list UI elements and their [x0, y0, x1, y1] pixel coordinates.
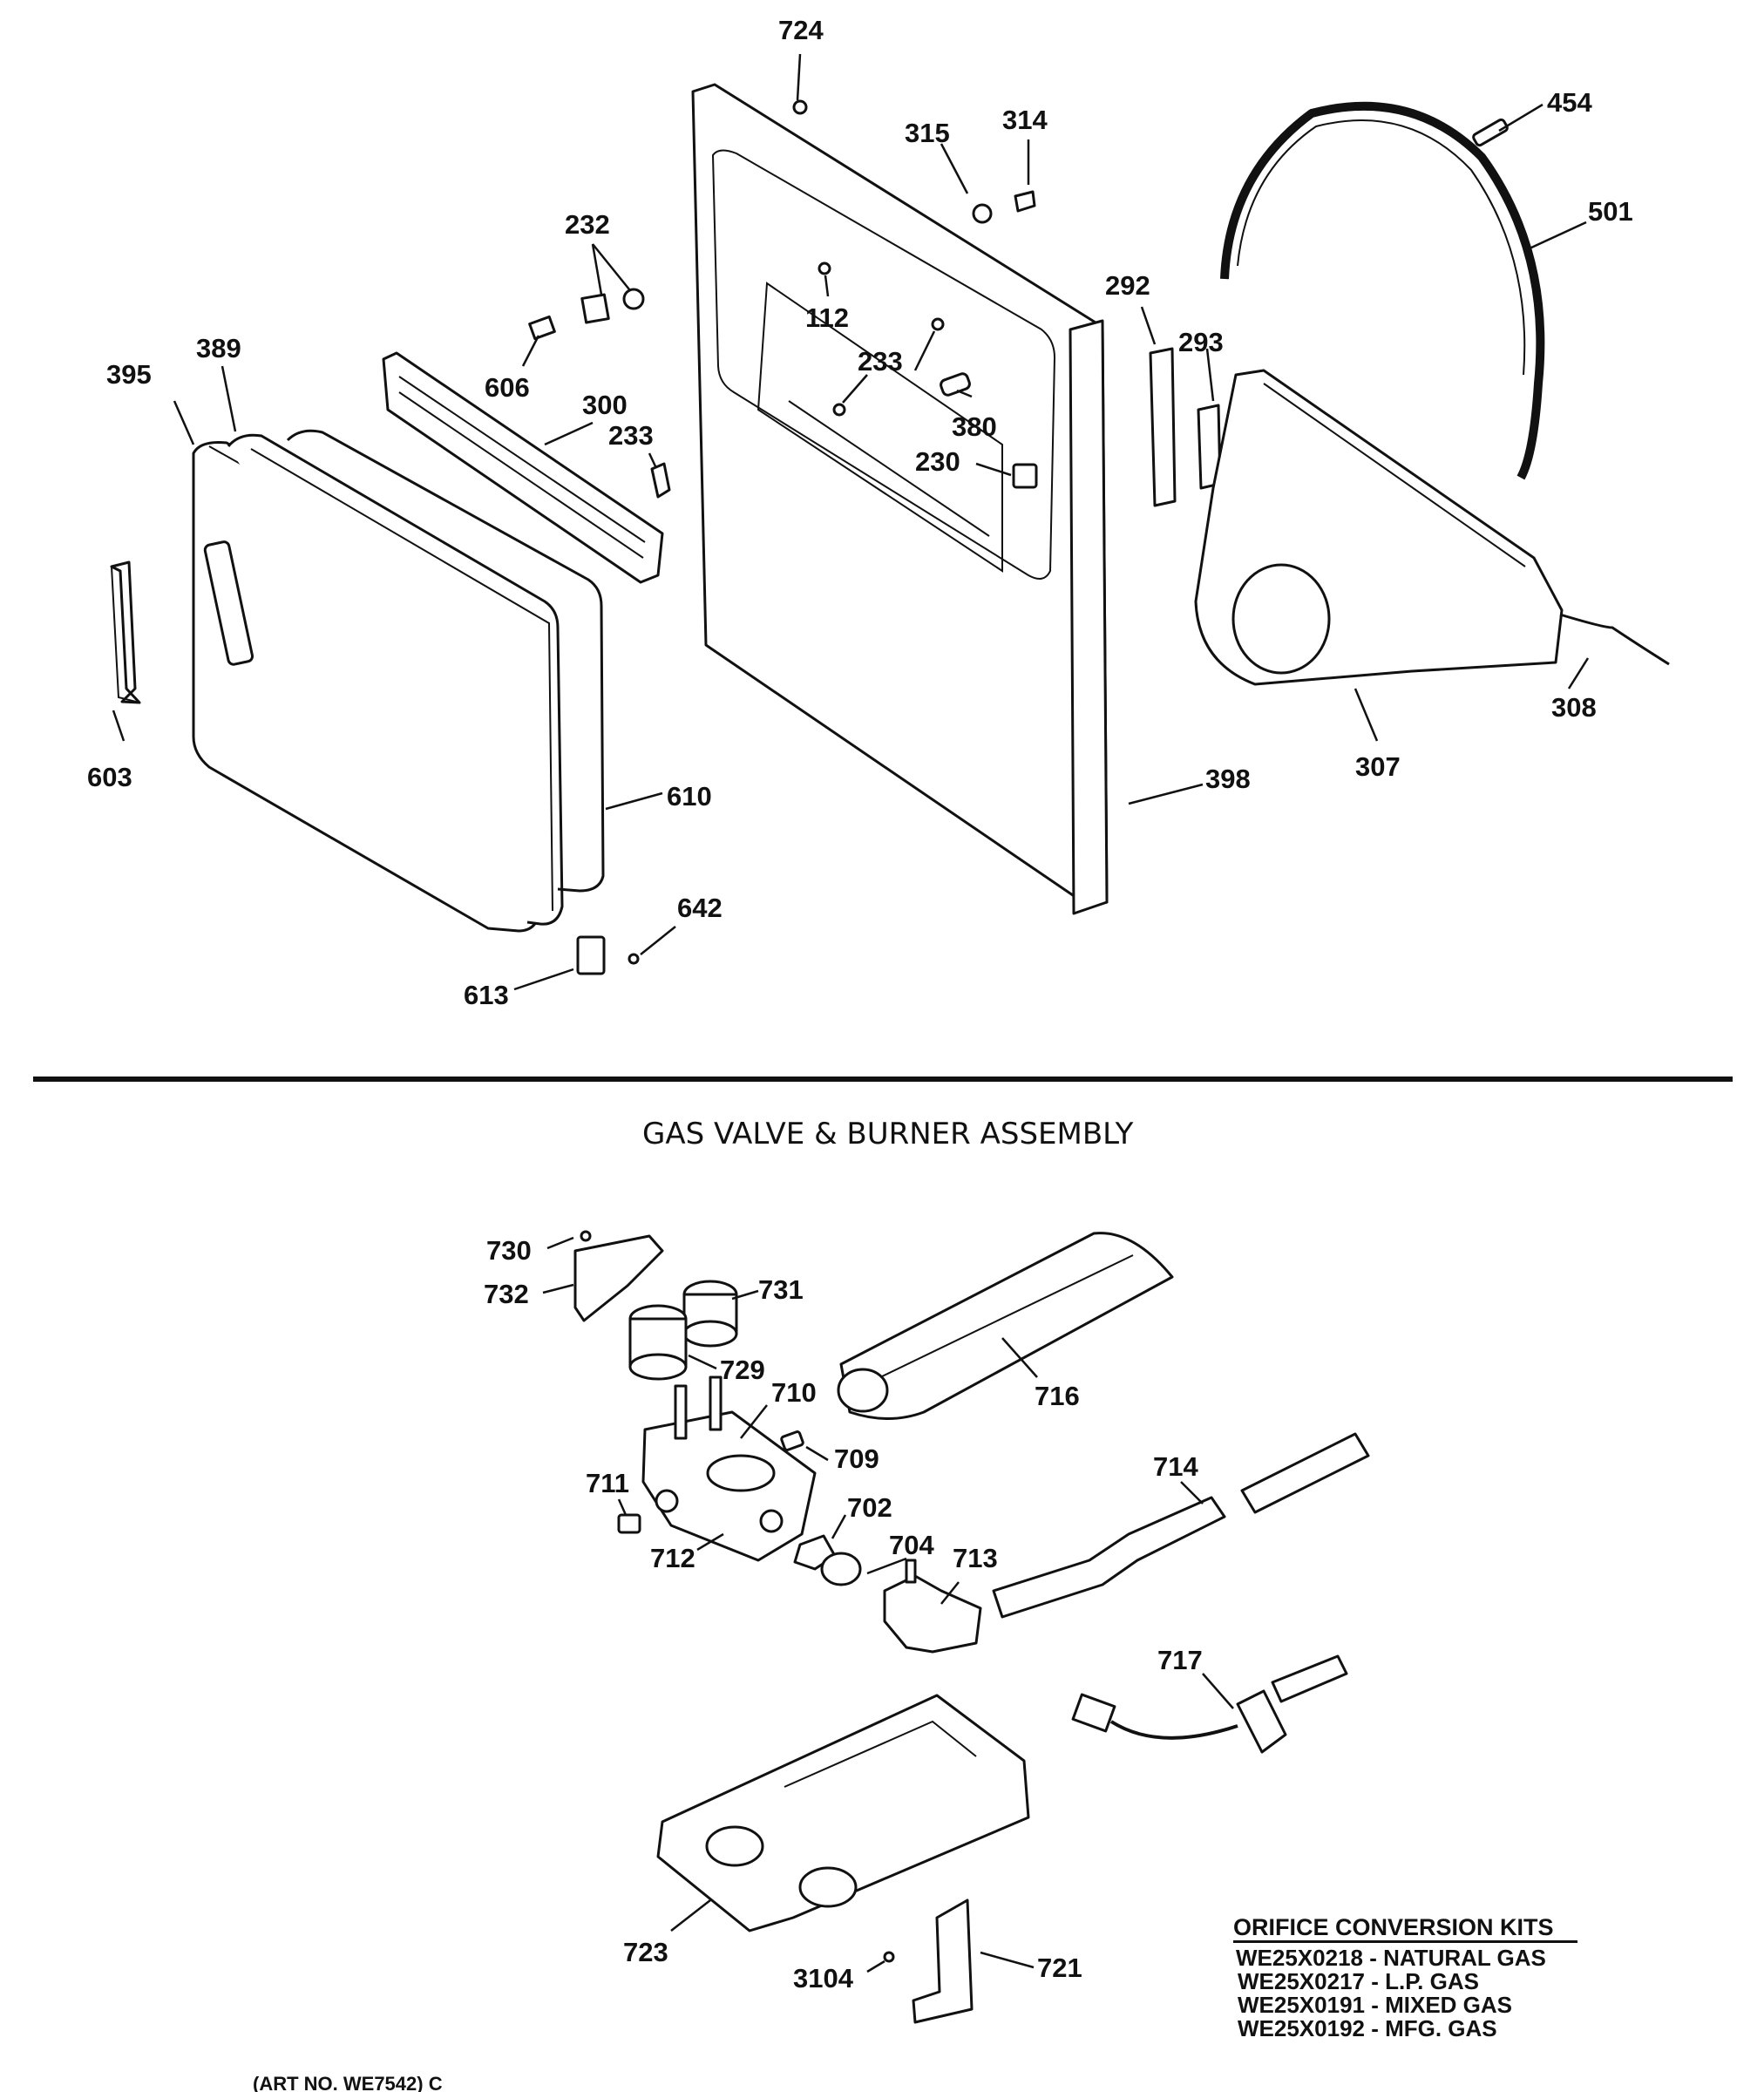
- callout-label: 112: [805, 302, 849, 333]
- callout-label: 380: [952, 411, 997, 442]
- burner-bracket-part: [656, 1694, 1030, 1932]
- bottom-callouts: 730 732 731 729 716 710 709 711 712 702 …: [484, 1235, 1203, 1994]
- callout-label: 314: [1002, 105, 1048, 135]
- valve-coil-parts: [628, 1280, 738, 1381]
- callout-label: 732: [484, 1279, 529, 1309]
- callout-label: 710: [771, 1377, 817, 1408]
- callout-label: 230: [915, 446, 960, 477]
- callout-label: 716: [1035, 1381, 1080, 1411]
- kits-heading-underline: [1233, 1940, 1577, 1943]
- callout-label: 704: [889, 1530, 934, 1560]
- callout-label: 395: [106, 359, 152, 390]
- callout-label: 729: [720, 1355, 765, 1385]
- callout-label: 398: [1205, 764, 1251, 794]
- callout-label: 389: [196, 333, 241, 363]
- callout-label: 713: [953, 1543, 998, 1573]
- igniter-bracket-part: [883, 1898, 974, 2024]
- orifice-kits-table: ORIFICE CONVERSION KITS WE25X0218 - NATU…: [1233, 1914, 1577, 2041]
- callout-label: 731: [758, 1274, 804, 1305]
- kit-item: WE25X0192 - MFG. GAS: [1238, 2015, 1497, 2041]
- callout-label: 721: [1037, 1953, 1082, 1983]
- callout-label: 454: [1547, 87, 1592, 118]
- kit-item: WE25X0218 - NATURAL GAS: [1236, 1945, 1546, 1971]
- callout-label: 717: [1157, 1645, 1203, 1675]
- callout-label: 232: [565, 209, 610, 240]
- callout-label: 603: [87, 762, 132, 792]
- manifold-pipe-part: [992, 1432, 1370, 1619]
- orifice-parts: [617, 1430, 862, 1586]
- callout-label: 711: [586, 1468, 629, 1498]
- igniter-part: [1071, 1654, 1348, 1754]
- top-leader-lines: [112, 53, 1590, 991]
- callout-label: 293: [1178, 327, 1224, 357]
- callout-label: 233: [858, 346, 903, 377]
- callout-label: 642: [677, 893, 723, 923]
- callout-label: 606: [485, 372, 530, 403]
- kit-item: WE25X0191 - MIXED GAS: [1238, 1992, 1512, 2018]
- callout-label: 233: [608, 420, 654, 451]
- bulkhead-ring-part: [1220, 101, 1545, 480]
- kit-item: WE25X0217 - L.P. GAS: [1238, 1968, 1479, 1994]
- panel-hardware-parts: [792, 99, 1038, 489]
- coil-bracket-part: [573, 1230, 664, 1322]
- callout-label: 724: [778, 15, 824, 45]
- door-frame-part: [227, 433, 564, 926]
- section-divider: [33, 1077, 1733, 1082]
- burner-tube-part: [837, 1232, 1174, 1420]
- callout-label: 307: [1355, 751, 1401, 782]
- callout-label: 3104: [793, 1963, 854, 1994]
- gas-valve-part: [641, 1375, 817, 1562]
- door-catch-parts: [528, 288, 671, 499]
- top-callouts: 724 315 314 454 501 232 112 292 293 606 …: [87, 15, 1633, 1010]
- callout-label: 702: [847, 1492, 892, 1523]
- door-hinge-part: [576, 935, 640, 975]
- front-duct-part: [1194, 369, 1670, 686]
- callout-label: 709: [834, 1443, 879, 1474]
- art-number: (ART NO. WE7542) C: [253, 2073, 443, 2092]
- callout-label: 300: [582, 390, 628, 420]
- callout-label: 308: [1551, 692, 1597, 723]
- door-gasket-part: [286, 429, 605, 893]
- callout-label: 730: [486, 1235, 532, 1266]
- front-panel-part: [691, 83, 1109, 915]
- callout-label: 315: [905, 118, 950, 148]
- bottom-leader-lines: [542, 1236, 1234, 1973]
- callout-label: 714: [1153, 1451, 1198, 1482]
- callout-label: 292: [1105, 270, 1150, 301]
- kits-heading: ORIFICE CONVERSION KITS: [1233, 1914, 1554, 1940]
- callout-label: 723: [623, 1937, 668, 1967]
- callout-label: 712: [650, 1543, 695, 1573]
- section-title: GAS VALVE & BURNER ASSEMBLY: [642, 1117, 1134, 1151]
- door-handle-part: [110, 560, 141, 704]
- lint-duct-part: [382, 351, 664, 584]
- callout-label: 501: [1588, 196, 1633, 227]
- callout-label: 610: [667, 781, 712, 812]
- callout-label: 613: [464, 980, 509, 1010]
- elbow-fitting-part: [883, 1559, 982, 1654]
